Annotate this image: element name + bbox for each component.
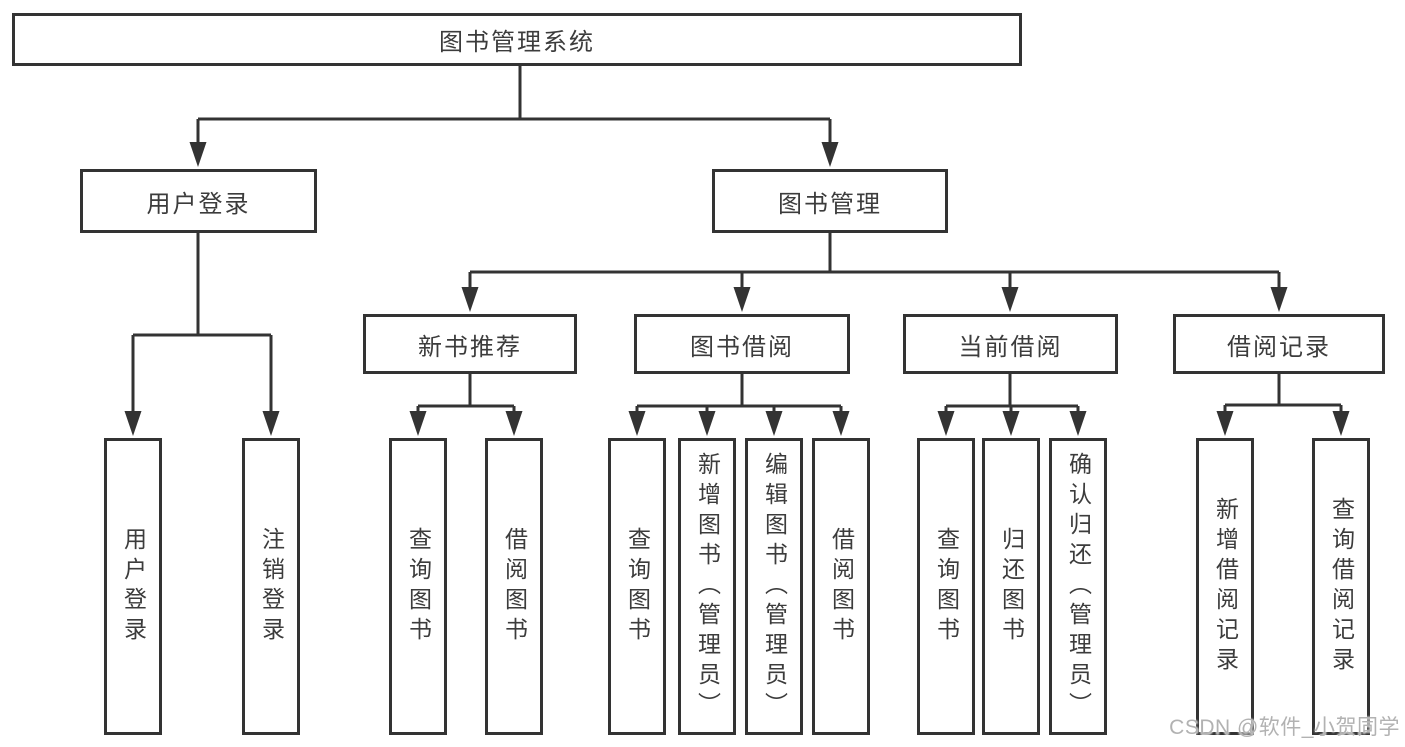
arrow-head: [698, 411, 716, 436]
connector-line: [196, 66, 832, 144]
leaf-query-borrow-record: 查询借阅记录: [1312, 438, 1370, 735]
leaf-logout: 注销登录: [242, 438, 300, 735]
arrow-head: [1332, 411, 1350, 436]
connector-line: [1223, 374, 1343, 413]
arrow-head: [628, 411, 646, 436]
node-book-borrow: 图书借阅: [634, 314, 850, 374]
leaf-return-book: 归还图书: [982, 438, 1040, 735]
leaf-add-borrow-record: 新增借阅记录: [1196, 438, 1254, 735]
connector-line: [416, 374, 516, 413]
arrow-head: [461, 287, 479, 312]
leaf-edit-book-admin: 编辑图书（管理员）: [745, 438, 803, 735]
watermark: CSDN @软件_小贺同学: [1169, 716, 1400, 739]
connector-current-borrow-to-leaves: [937, 374, 1087, 436]
arrow-head: [505, 411, 523, 436]
connector-new-book-recommend-to-leaves: [409, 374, 523, 436]
connector-book-borrow-to-leaves: [628, 374, 850, 436]
arrow-head: [832, 411, 850, 436]
connector-borrow-records-to-leaves: [1216, 374, 1350, 436]
arrow-head: [1216, 411, 1234, 436]
arrow-head: [409, 411, 427, 436]
leaf-query-books-borrow: 查询图书: [608, 438, 666, 735]
connector-root-to-level2: [189, 66, 839, 167]
node-new-book-recommend: 新书推荐: [363, 314, 577, 374]
arrow-head: [1002, 411, 1020, 436]
node-root: 图书管理系统: [12, 13, 1022, 66]
leaf-add-book-admin: 新增图书（管理员）: [678, 438, 736, 735]
connector-line: [944, 374, 1080, 413]
arrow-head: [937, 411, 955, 436]
arrow-head: [765, 411, 783, 436]
arrow-head: [124, 411, 142, 436]
connector-user-login-to-leaves: [124, 233, 280, 436]
connector-line: [468, 233, 1281, 289]
arrow-head: [189, 142, 207, 167]
connector-line: [635, 374, 843, 413]
leaf-borrow-books-recommend: 借阅图书: [485, 438, 543, 735]
leaf-query-books-recommend: 查询图书: [389, 438, 447, 735]
arrow-head: [1001, 287, 1019, 312]
connector-line: [131, 233, 273, 413]
arrow-head: [262, 411, 280, 436]
arrow-head: [821, 142, 839, 167]
node-borrow-records: 借阅记录: [1173, 314, 1385, 374]
node-current-borrow: 当前借阅: [903, 314, 1118, 374]
node-user-login: 用户登录: [80, 169, 317, 233]
arrow-head: [1270, 287, 1288, 312]
leaf-user-login: 用户登录: [104, 438, 162, 735]
leaf-confirm-return-admin: 确认归还（管理员）: [1049, 438, 1107, 735]
leaf-query-books-current: 查询图书: [917, 438, 975, 735]
connector-book-management-to-groups: [461, 233, 1288, 312]
arrow-head: [733, 287, 751, 312]
node-book-management: 图书管理: [712, 169, 948, 233]
leaf-borrow-books: 借阅图书: [812, 438, 870, 735]
arrow-head: [1069, 411, 1087, 436]
